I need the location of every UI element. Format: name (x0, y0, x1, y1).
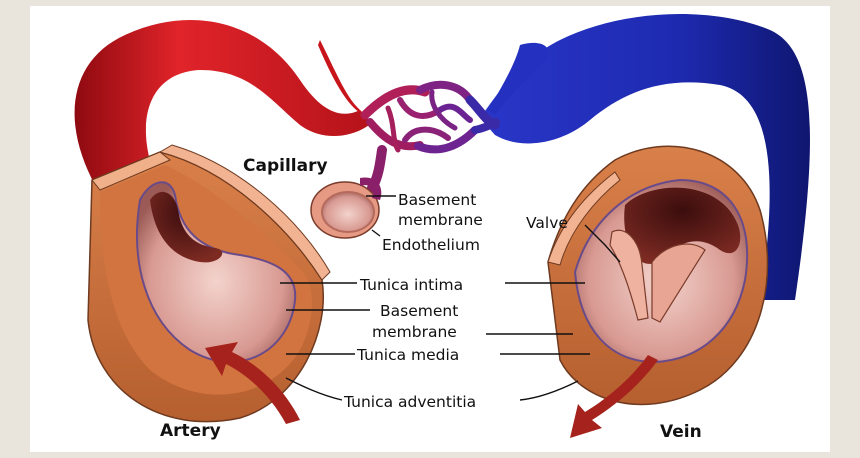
tunica-intima-label: Tunica intima (359, 276, 463, 294)
valve-label: Valve (526, 214, 568, 232)
capillary-cross-section (311, 177, 381, 238)
basement-membrane-label-line2: membrane (372, 323, 457, 341)
capillary-basement-label-line2: membrane (398, 211, 483, 229)
vein-label: Vein (660, 422, 702, 442)
artery-label: Artery (160, 421, 221, 441)
capillary-basement-label-line1: Basement (398, 191, 476, 209)
endothelium-label: Endothelium (382, 236, 480, 254)
capillary-label: Capillary (243, 156, 328, 176)
capillary-network (365, 85, 496, 188)
tunica-adventitia-label: Tunica adventitia (343, 393, 476, 411)
tunica-media-label: Tunica media (356, 346, 459, 364)
basement-membrane-label-line1: Basement (380, 302, 458, 320)
vein-cross-section (548, 146, 768, 404)
